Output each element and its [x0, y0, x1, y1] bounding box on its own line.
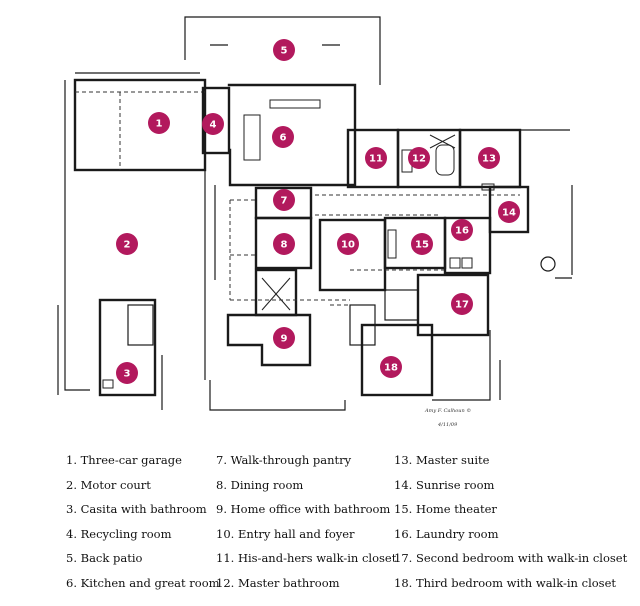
legend-item: 12. Master bathroom [216, 575, 340, 590]
room-badge-number: 13 [482, 154, 496, 165]
room-badge-number: 9 [281, 334, 288, 345]
room-badge-number: 16 [455, 226, 469, 237]
garage-wall [73, 78, 207, 172]
kitchen-wall [227, 83, 357, 187]
room-badge [116, 233, 138, 255]
kitchen-counter [269, 99, 321, 109]
room-badge [273, 39, 295, 61]
kitchen-island [243, 114, 261, 161]
room-badge-number: 18 [384, 363, 398, 374]
room-badge [408, 147, 430, 169]
motor-court-wall [64, 80, 90, 391]
legend-item: 17. Second bedroom with walk-in closet [394, 551, 628, 565]
third-bedroom-wall [360, 323, 434, 397]
room-badge [273, 233, 295, 255]
room-badge [380, 356, 402, 378]
laundry-wall [443, 216, 492, 275]
room-badge-number: 6 [280, 133, 287, 144]
room-badge [116, 362, 138, 384]
legend-column-1: 1. Three-car garage 2. Motor court 3. Ca… [66, 448, 220, 595]
room-badge [273, 189, 295, 211]
architect-signature: Amy F. Calhoun © [424, 407, 471, 414]
theater-screen [387, 229, 397, 259]
casita-cabinet [102, 379, 114, 389]
room-badge-number: 1 [156, 119, 163, 130]
casita-wall [98, 298, 157, 397]
legend-item: 3. Casita with bathroom [66, 502, 207, 516]
casita-bath [127, 304, 154, 346]
legend-item: 6. Kitchen and great room [66, 575, 220, 590]
room-badge [478, 147, 500, 169]
legend-item: 5. Back patio [66, 551, 143, 565]
room-badge [272, 126, 294, 148]
room-badge-number: 5 [281, 46, 288, 57]
room-badge [451, 219, 473, 241]
room-badge-number: 15 [415, 240, 429, 251]
washer [449, 257, 461, 269]
dryer [461, 257, 473, 269]
room-badge [337, 233, 359, 255]
legend-item: 8. Dining room [216, 477, 304, 492]
room-badge-number: 12 [412, 154, 426, 165]
room-badge-number: 2 [124, 240, 131, 251]
room-badge-number: 17 [455, 300, 469, 311]
legend-item: 1. Three-car garage [66, 453, 182, 467]
room-badge [411, 233, 433, 255]
legend-item: 10. Entry hall and foyer [216, 526, 355, 541]
front-boundary [432, 330, 491, 401]
legend-column-3: 13. Master suite 14. Sunrise room 15. Ho… [394, 448, 627, 595]
room-badge [148, 112, 170, 134]
front-boundary [209, 380, 346, 411]
fire-pit [540, 256, 556, 272]
legend-item: 16. Laundry room [394, 526, 499, 541]
bathtub [435, 144, 455, 176]
room-badge-number: 11 [369, 154, 383, 165]
legend-item: 15. Home theater [394, 502, 497, 516]
room-legend: 1. Three-car garage 2. Motor court 3. Ca… [0, 440, 640, 606]
legend-column-2: 7. Walk-through pantry 8. Dining room 9.… [216, 448, 396, 595]
shower-x [429, 134, 456, 149]
bath-fixture [261, 277, 291, 311]
room-badge-number: 4 [210, 120, 217, 131]
legend-item: 9. Home office with bathroom [216, 502, 391, 516]
legend-item: 2. Motor court [66, 477, 151, 492]
third-bedroom-closet [349, 304, 376, 346]
second-bedroom-bath [384, 289, 419, 321]
powder-bath-wall [254, 268, 298, 317]
room-badge-number: 14 [502, 208, 516, 219]
entry-hall-wall [318, 218, 387, 292]
room-badge [451, 293, 473, 315]
back-patio-outline [184, 16, 381, 85]
legend-item: 11. His-and-hers walk-in closet [216, 551, 397, 565]
office-wall [226, 313, 312, 367]
room-badge-number: 7 [281, 196, 288, 207]
legend-item: 14. Sunrise room [394, 477, 495, 492]
signature-date: 4/11/09 [437, 422, 458, 428]
sunrise-room-wall [488, 185, 530, 234]
room-badge-number: 10 [341, 240, 355, 251]
legend-item: 18. Third bedroom with walk-in closet [394, 575, 616, 590]
dining-wall [254, 216, 313, 270]
room-badge [498, 201, 520, 223]
room-badge-number: 8 [281, 240, 288, 251]
room-badge [202, 113, 224, 135]
legend-item: 7. Walk-through pantry [216, 453, 352, 467]
legend-item: 13. Master suite [394, 453, 490, 467]
room-badge-number: 3 [124, 369, 131, 380]
legend-item: 4. Recycling room [66, 526, 172, 541]
room-badge [365, 147, 387, 169]
room-badge [273, 327, 295, 349]
